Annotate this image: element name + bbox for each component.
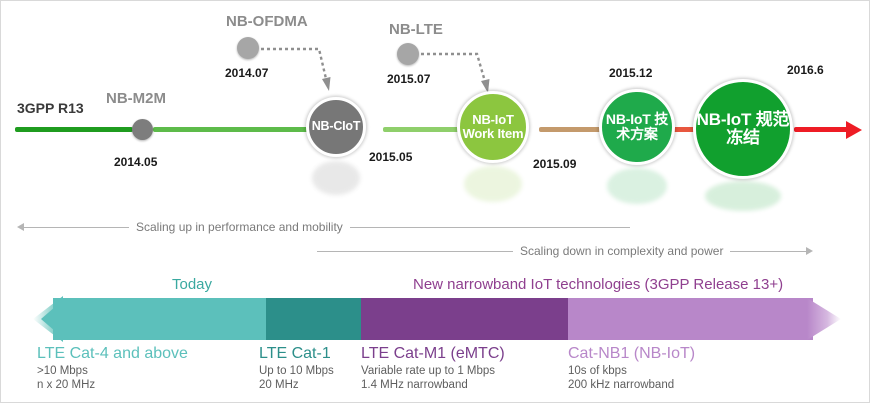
timeline-arrowhead-icon [846, 120, 862, 139]
node-date-nb-ciot: 2015.05 [369, 150, 413, 164]
nb-iot-timeline: 3GPP R13 NB-M2M 2014.05 NB-OFDMA 2014.07… [1, 1, 869, 211]
node-reflection-nb-ciot [312, 161, 360, 195]
column-line-lte-cat1-2: 20 MHz [259, 379, 299, 391]
connector-arrow-nb-ofdma-to-nb-ciot [261, 47, 331, 91]
column-line-lte-cat-m1-1: Variable rate up to 1 Mbps [361, 365, 496, 377]
node-nb-iot-work-item: NB-IoT Work Item [457, 91, 529, 163]
column-title-lte-cat-m1: LTE Cat-M1 (eMTC) [361, 345, 505, 362]
scaling-up-label: Scaling up in performance and mobility [136, 220, 343, 234]
node-nb-ofdma [237, 37, 259, 59]
node-reflection-nb-iot-tech [607, 168, 667, 204]
node-nb-m2m [132, 119, 153, 140]
column-line-lte-cat1-1: Up to 10 Mbps [259, 365, 334, 377]
node-nb-lte [397, 43, 419, 65]
node-title-nb-lte: NB-LTE [389, 21, 443, 38]
scaling-down-line-right [730, 250, 807, 252]
timeline-line-segment-5 [669, 127, 705, 132]
node-label-nb-iot-tech-solution: NB-IoT 技术方案 [605, 110, 669, 142]
column-line-lte-cat-m1-2: 1.4 MHz narrowband [361, 379, 468, 391]
scaling-down-arrowhead-icon [806, 247, 814, 255]
bar-segment-lte-cat-m1 [361, 298, 568, 340]
scaling-up-arrowhead-icon [17, 223, 24, 231]
node-label-nb-iot-work-item: NB-IoT Work Item [462, 111, 524, 141]
scaling-down-arrow: Scaling down in complexity and power [317, 240, 814, 262]
band-header-new-narrowband: New narrowband IoT technologies (3GPP Re… [413, 276, 784, 293]
column-lte-cat4-and-above: LTE Cat-4 and above >10 Mbps n x 20 MHz [37, 344, 188, 392]
column-cat-nb1-nb-iot: Cat-NB1 (NB-IoT) 10s of kbps 200 kHz nar… [568, 344, 695, 392]
scaling-annotations: Scaling up in performance and mobility S… [1, 206, 869, 264]
bar-segment-lte-cat1 [266, 298, 361, 340]
bar-segment-lte-cat4 [53, 298, 266, 340]
column-line-cat-nb1-1: 10s of kbps [568, 365, 627, 377]
node-title-nb-m2m: NB-M2M [106, 90, 166, 107]
node-nb-iot-tech-solution: NB-IoT 技术方案 [599, 89, 675, 165]
node-label-nb-iot-spec-freeze: NB-IoT 规范冻结 [696, 109, 790, 147]
column-line-lte-cat4-2: n x 20 MHz [37, 379, 96, 391]
node-date-nb-iot-work-item: 2015.09 [533, 157, 577, 171]
column-title-lte-cat4: LTE Cat-4 and above [37, 345, 188, 362]
scaling-up-line-right [349, 226, 630, 228]
scaling-up-arrow: Scaling up in performance and mobility [17, 216, 630, 238]
timeline-line-segment-2 [153, 127, 308, 132]
connector-arrow-nb-lte-to-nb-iot-work-item [421, 52, 490, 93]
node-reflection-nb-iot-work-item [464, 166, 522, 202]
timeline-line-segment-3 [383, 127, 459, 132]
node-nb-ciot: NB-CIoT [306, 97, 366, 157]
release-label: 3GPP R13 [17, 100, 84, 116]
node-date-nb-lte: 2015.07 [387, 72, 431, 86]
scaling-down-label: Scaling down in complexity and power [520, 244, 724, 258]
node-date-nb-iot-tech: 2015.12 [609, 66, 653, 80]
column-title-lte-cat1: LTE Cat-1 [259, 345, 331, 362]
column-lte-cat1: LTE Cat-1 Up to 10 Mbps 20 MHz [259, 344, 334, 392]
timeline-line-segment-1 [15, 127, 133, 132]
band-header-today: Today [172, 276, 213, 293]
timeline-line-segment-4 [539, 127, 602, 132]
column-line-cat-nb1-2: 200 kHz narrowband [568, 379, 675, 391]
node-title-nb-ofdma: NB-OFDMA [226, 13, 308, 30]
technology-spectrum-bar [1, 296, 869, 342]
node-date-nb-iot-freeze: 2016.6 [787, 63, 824, 77]
node-date-nb-m2m: 2014.05 [114, 155, 158, 169]
bar-right-arrowhead-icon [807, 298, 841, 340]
column-lte-cat-m1-emtc: LTE Cat-M1 (eMTC) Variable rate up to 1 … [361, 344, 505, 392]
timeline-line-segment-6 [794, 127, 849, 132]
node-label-nb-ciot: NB-CIoT [311, 119, 361, 134]
node-nb-iot-spec-freeze: NB-IoT 规范冻结 [693, 79, 793, 179]
column-title-cat-nb1: Cat-NB1 (NB-IoT) [568, 345, 696, 362]
node-date-nb-ofdma: 2014.07 [225, 66, 269, 80]
scaling-down-line-left [317, 250, 513, 252]
bar-segment-cat-nb1 [568, 298, 813, 340]
column-line-lte-cat4-1: >10 Mbps [37, 365, 88, 377]
scaling-up-line-left [24, 226, 129, 228]
